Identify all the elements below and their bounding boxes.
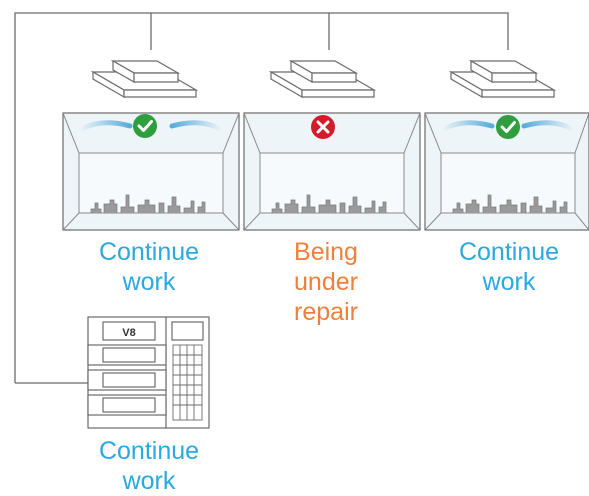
- status-label-line: work: [122, 467, 176, 495]
- indoor-unit-1: [62, 59, 240, 231]
- cassette-ac-icon: [448, 59, 557, 99]
- status-label-outdoor: Continue work: [74, 436, 224, 496]
- office-room-icon: [424, 112, 589, 231]
- cassette-ac-icon: [90, 59, 199, 99]
- status-label-line: work: [122, 268, 176, 296]
- indoor-unit-3: [424, 59, 589, 231]
- status-label-line: repair: [294, 298, 358, 326]
- x-circle-icon: [311, 115, 335, 139]
- status-label-unit-2: Being under repair: [251, 237, 401, 327]
- status-label-unit-1: Continue work: [74, 237, 224, 297]
- outdoor-unit-icon: [87, 316, 210, 429]
- status-label-line: Continue: [98, 437, 200, 465]
- cassette-ac-icon: [268, 59, 377, 99]
- status-label-line: Continue: [98, 238, 200, 266]
- office-room-icon: [243, 112, 421, 231]
- indoor-unit-2: [243, 59, 421, 231]
- check-circle-icon: [133, 114, 157, 138]
- status-label-line: Continue: [458, 238, 560, 266]
- grille-panel: [172, 344, 203, 421]
- piping-lines: [14, 12, 509, 384]
- status-label-line: work: [482, 268, 536, 296]
- brand-logo: V8: [122, 327, 135, 339]
- office-room-icon: [62, 112, 240, 231]
- status-label-line: under: [294, 268, 358, 296]
- status-label-line: Being: [294, 238, 358, 266]
- status-label-unit-3: Continue work: [434, 237, 584, 297]
- check-circle-icon: [496, 115, 520, 139]
